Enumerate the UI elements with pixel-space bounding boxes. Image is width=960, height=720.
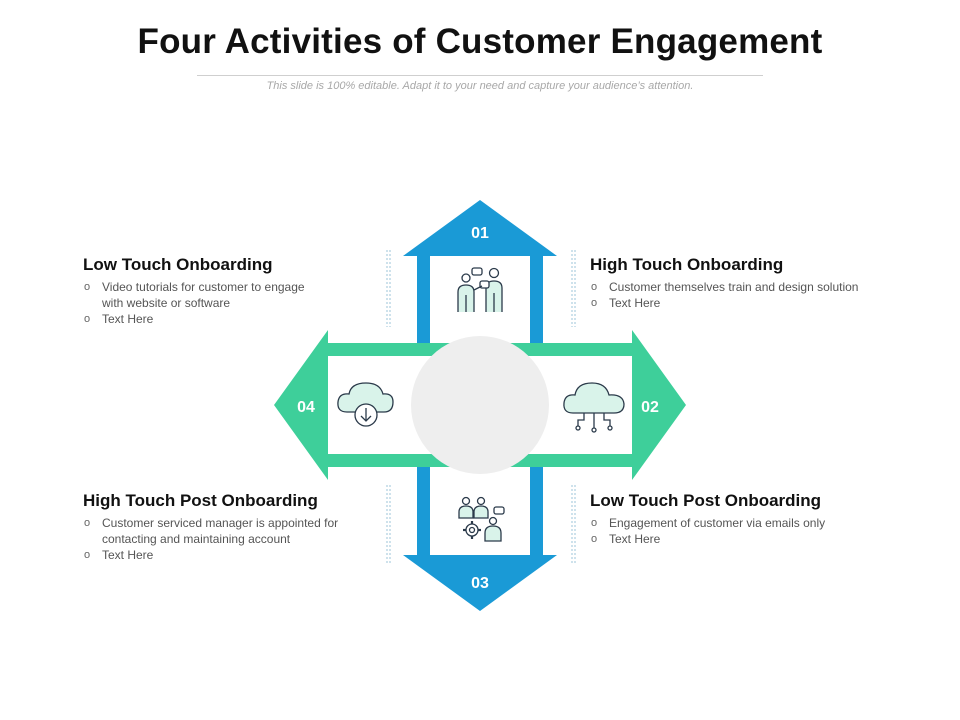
step-number-03: 03: [471, 575, 489, 592]
bullet-item: Customer serviced manager is appointed f…: [83, 515, 347, 547]
step-number-01: 01: [471, 225, 489, 242]
bullet-list: Video tutorials for customer to engage w…: [83, 279, 383, 327]
block-high-touch-post-onboarding: High Touch Post Onboarding Customer serv…: [83, 491, 383, 563]
block-high-touch-onboarding: High Touch Onboarding Customer themselve…: [590, 255, 890, 311]
center-circle: [411, 336, 549, 474]
bullet-list: Engagement of customer via emails only T…: [590, 515, 890, 547]
bullet-item: Video tutorials for customer to engage w…: [83, 279, 327, 311]
block-title: High Touch Post Onboarding: [83, 491, 318, 510]
title-divider: [197, 75, 763, 76]
people-presentation-icon: [457, 267, 503, 312]
step-number-02: 02: [641, 399, 659, 416]
step-number-04: 04: [297, 399, 315, 416]
team-gear-icon: [458, 496, 505, 542]
bullet-list: Customer serviced manager is appointed f…: [83, 515, 383, 563]
bullet-item: Text Here: [83, 547, 383, 563]
page-subtitle: This slide is 100% editable. Adapt it to…: [266, 80, 694, 92]
cloud-network-icon: [563, 382, 625, 433]
dashed-separators: [386, 250, 576, 563]
page-title: Four Activities of Customer Engagement: [137, 22, 823, 61]
bullet-item: Engagement of customer via emails only: [590, 515, 890, 531]
bullet-list: Customer themselves train and design sol…: [590, 279, 890, 311]
bullet-item: Text Here: [590, 295, 890, 311]
block-title: High Touch Onboarding: [590, 255, 784, 274]
block-low-touch-post-onboarding: Low Touch Post Onboarding Engagement of …: [590, 491, 890, 547]
bullet-item: Customer themselves train and design sol…: [590, 279, 890, 295]
block-title: Low Touch Post Onboarding: [590, 491, 822, 510]
block-low-touch-onboarding: Low Touch Onboarding Video tutorials for…: [83, 255, 383, 327]
bullet-item: Text Here: [83, 311, 383, 327]
bullet-item: Text Here: [590, 531, 890, 547]
cloud-download-icon: [337, 382, 394, 427]
block-title: Low Touch Onboarding: [83, 255, 273, 274]
